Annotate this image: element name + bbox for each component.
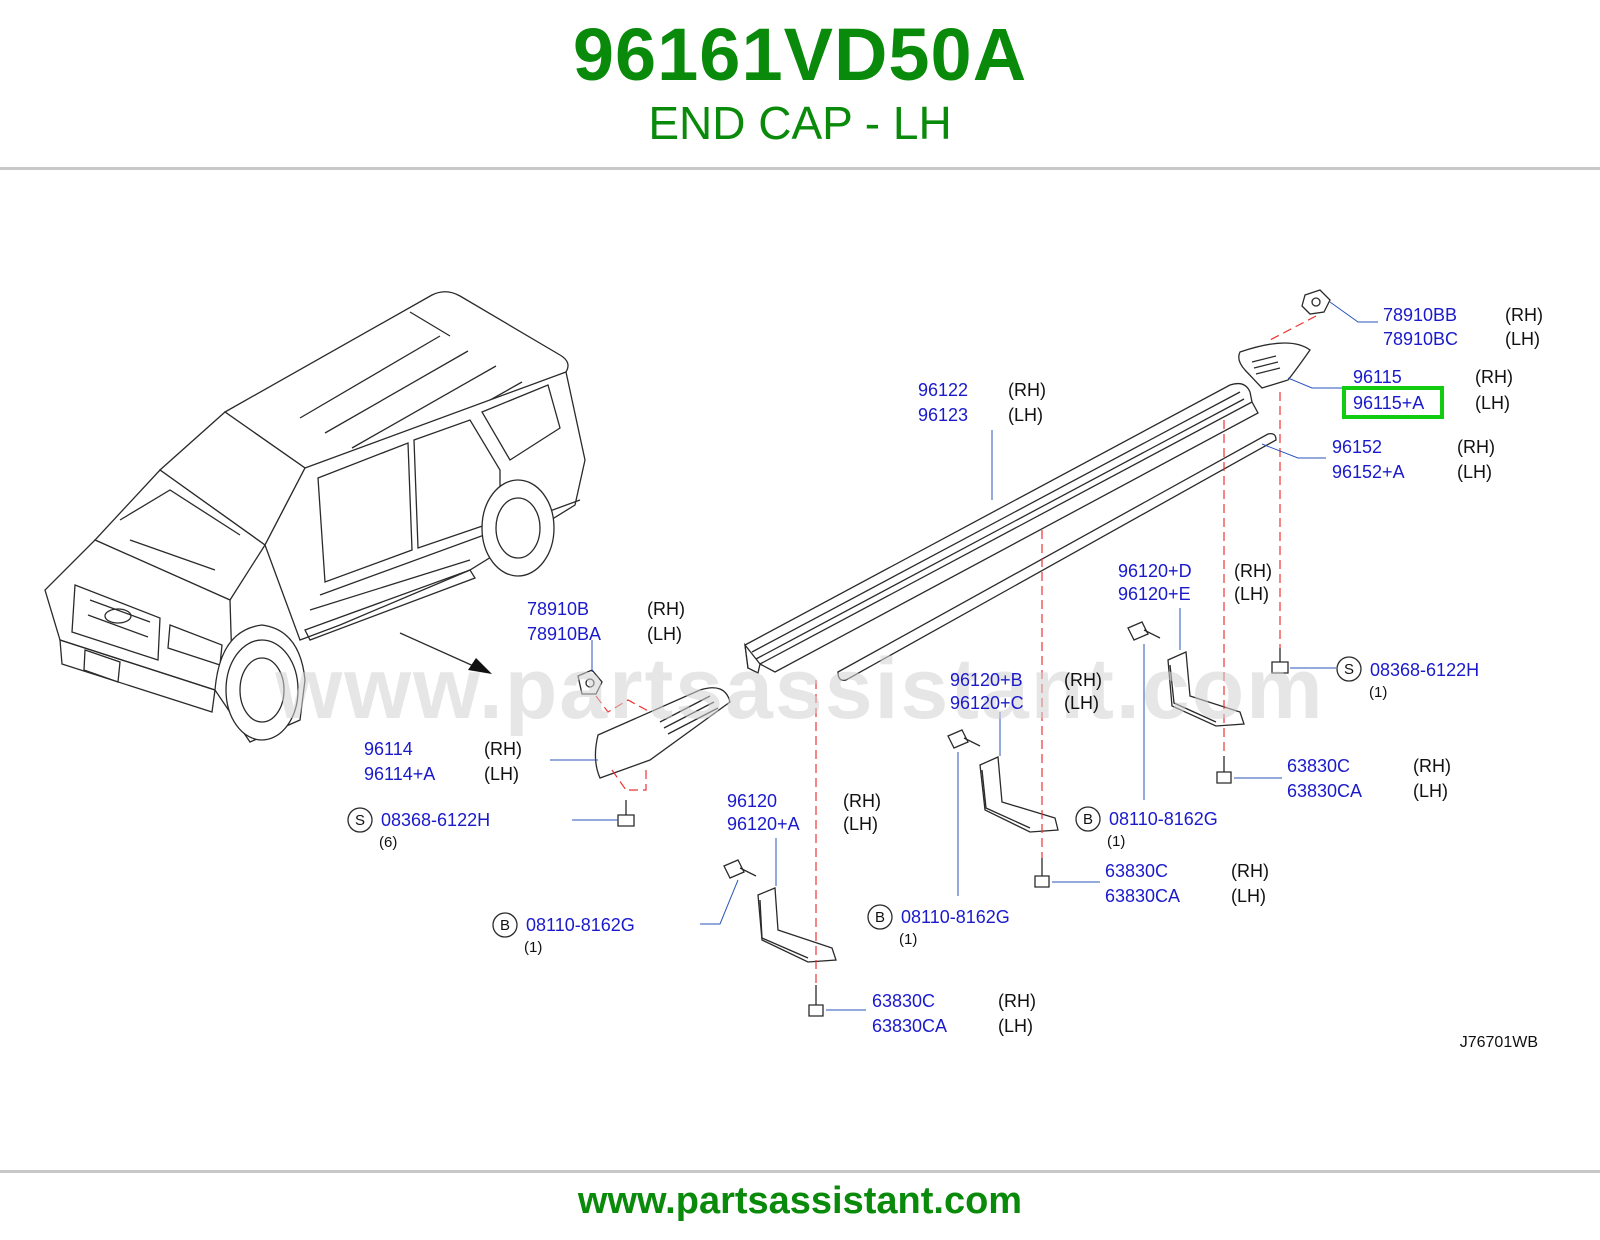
step-rail-96122 xyxy=(744,382,1259,674)
bolt-08110-right xyxy=(1127,621,1161,641)
svg-text:(LH): (LH) xyxy=(1475,393,1510,413)
screw-08368-right xyxy=(1271,648,1289,674)
label-96120-e[interactable]: 96120+E xyxy=(1118,584,1191,604)
svg-text:(RH): (RH) xyxy=(1475,367,1513,387)
label-63830ca-mid[interactable]: 63830CA xyxy=(1105,886,1180,906)
bolt-63830-right xyxy=(1216,756,1232,784)
label-08368-6122h-right[interactable]: 08368-6122H xyxy=(1370,660,1479,680)
callout-circle-b-left xyxy=(492,912,518,938)
svg-text:B: B xyxy=(500,917,510,934)
svg-text:(1): (1) xyxy=(1369,684,1387,701)
svg-text:B: B xyxy=(1083,811,1093,828)
svg-text:(1): (1) xyxy=(524,939,542,956)
label-63830c-bottom[interactable]: 63830C xyxy=(872,991,935,1011)
svg-text:(LH): (LH) xyxy=(1413,781,1448,801)
footer-website[interactable]: www.partsassistant.com xyxy=(577,1180,1023,1222)
label-08110-8162g-mid[interactable]: 08110-8162G xyxy=(901,907,1010,927)
clip-78910bb xyxy=(1301,289,1331,315)
part-name-subtitle: END CAP - LH xyxy=(648,97,952,149)
svg-text:(RH): (RH) xyxy=(1008,380,1046,400)
highlight-box xyxy=(1342,386,1444,419)
label-96120-d[interactable]: 96120+D xyxy=(1118,561,1192,581)
svg-text:(RH): (RH) xyxy=(484,739,522,759)
label-78910bb[interactable]: 78910BB xyxy=(1383,305,1457,325)
label-96122[interactable]: 96122 xyxy=(918,380,968,400)
svg-text:(RH): (RH) xyxy=(1231,861,1269,881)
callout-circle-s-right xyxy=(1336,656,1362,682)
label-96120-a[interactable]: 96120+A xyxy=(727,814,800,834)
callout-labels: 78910BB (RH) 78910BC (LH) 96115 (RH) 961… xyxy=(347,305,1543,1051)
callout-circle-s-left xyxy=(347,807,373,833)
svg-text:(RH): (RH) xyxy=(1413,756,1451,776)
label-78910ba[interactable]: 78910BA xyxy=(527,624,601,644)
label-63830ca-bottom[interactable]: 63830CA xyxy=(872,1016,947,1036)
bolt-08110-mid xyxy=(947,729,981,749)
label-96120-c[interactable]: 96120+C xyxy=(950,693,1024,713)
svg-text:(LH): (LH) xyxy=(1457,462,1492,482)
header-divider xyxy=(0,167,1600,170)
svg-text:(LH): (LH) xyxy=(1231,886,1266,906)
svg-text:(LH): (LH) xyxy=(647,624,682,644)
svg-text:(RH): (RH) xyxy=(1234,561,1272,581)
step-molding-96152 xyxy=(837,432,1277,681)
label-96114-a[interactable]: 96114+A xyxy=(364,764,435,784)
label-63830c-right[interactable]: 63830C xyxy=(1287,756,1350,776)
bracket-96120-b xyxy=(979,756,1059,833)
bolt-08110-left xyxy=(723,859,757,879)
svg-text:(6): (6) xyxy=(379,834,397,851)
assembly-lines xyxy=(595,315,1317,985)
svg-text:(RH): (RH) xyxy=(998,991,1036,1011)
svg-text:(RH): (RH) xyxy=(647,599,685,619)
svg-text:(1): (1) xyxy=(899,931,917,948)
bolt-63830-mid xyxy=(1034,858,1050,888)
svg-text:(RH): (RH) xyxy=(843,791,881,811)
clip-78910b xyxy=(577,669,603,695)
label-96152-a[interactable]: 96152+A xyxy=(1332,462,1405,482)
svg-text:(RH): (RH) xyxy=(1457,437,1495,457)
svg-text:(LH): (LH) xyxy=(1234,584,1269,604)
label-96120[interactable]: 96120 xyxy=(727,791,777,811)
label-08368-6122h-left[interactable]: 08368-6122H xyxy=(381,810,490,830)
page-header: 96161VD50A END CAP - LH xyxy=(0,0,1600,168)
label-08110-8162g-left[interactable]: 08110-8162G xyxy=(526,915,635,935)
screw-08368-left xyxy=(617,800,635,827)
svg-text:(LH): (LH) xyxy=(998,1016,1033,1036)
label-96114[interactable]: 96114 xyxy=(364,739,413,759)
svg-text:(LH): (LH) xyxy=(484,764,519,784)
svg-text:S: S xyxy=(355,812,365,829)
svg-text:(1): (1) xyxy=(1107,833,1125,850)
svg-text:(LH): (LH) xyxy=(1064,693,1099,713)
bracket-96120 xyxy=(757,887,837,963)
label-78910bc[interactable]: 78910BC xyxy=(1383,329,1458,349)
leader-lines xyxy=(550,301,1378,1011)
footer-divider xyxy=(0,1170,1600,1173)
callout-circle-b-right xyxy=(1075,806,1101,832)
bolt-63830-bottom xyxy=(808,985,824,1017)
label-96115[interactable]: 96115 xyxy=(1353,367,1402,387)
svg-text:(LH): (LH) xyxy=(843,814,878,834)
label-96152[interactable]: 96152 xyxy=(1332,437,1382,457)
svg-text:(LH): (LH) xyxy=(1505,329,1540,349)
label-96115-a[interactable]: 96115+A xyxy=(1353,393,1424,413)
label-78910b[interactable]: 78910B xyxy=(527,599,589,619)
svg-text:(RH): (RH) xyxy=(1505,305,1543,325)
label-96123[interactable]: 96123 xyxy=(918,405,968,425)
svg-text:B: B xyxy=(875,909,885,926)
label-63830ca-right[interactable]: 63830CA xyxy=(1287,781,1362,801)
diagram-code: J76701WB xyxy=(1460,1034,1538,1051)
bracket-96120-d xyxy=(1167,651,1245,727)
callout-circle-b-mid xyxy=(867,904,893,930)
end-cap-96114 xyxy=(594,687,731,779)
label-96120-b[interactable]: 96120+B xyxy=(950,670,1023,690)
svg-text:(RH): (RH) xyxy=(1064,670,1102,690)
end-cap-96115 xyxy=(1238,342,1311,389)
watermark-text: www.partsassistant.com xyxy=(274,641,1324,737)
part-number-title: 96161VD50A xyxy=(572,13,1028,96)
label-63830c-mid[interactable]: 63830C xyxy=(1105,861,1168,881)
vehicle-illustration xyxy=(44,291,586,743)
label-08110-8162g-right[interactable]: 08110-8162G xyxy=(1109,809,1218,829)
svg-text:(LH): (LH) xyxy=(1008,405,1043,425)
svg-text:S: S xyxy=(1344,661,1354,678)
